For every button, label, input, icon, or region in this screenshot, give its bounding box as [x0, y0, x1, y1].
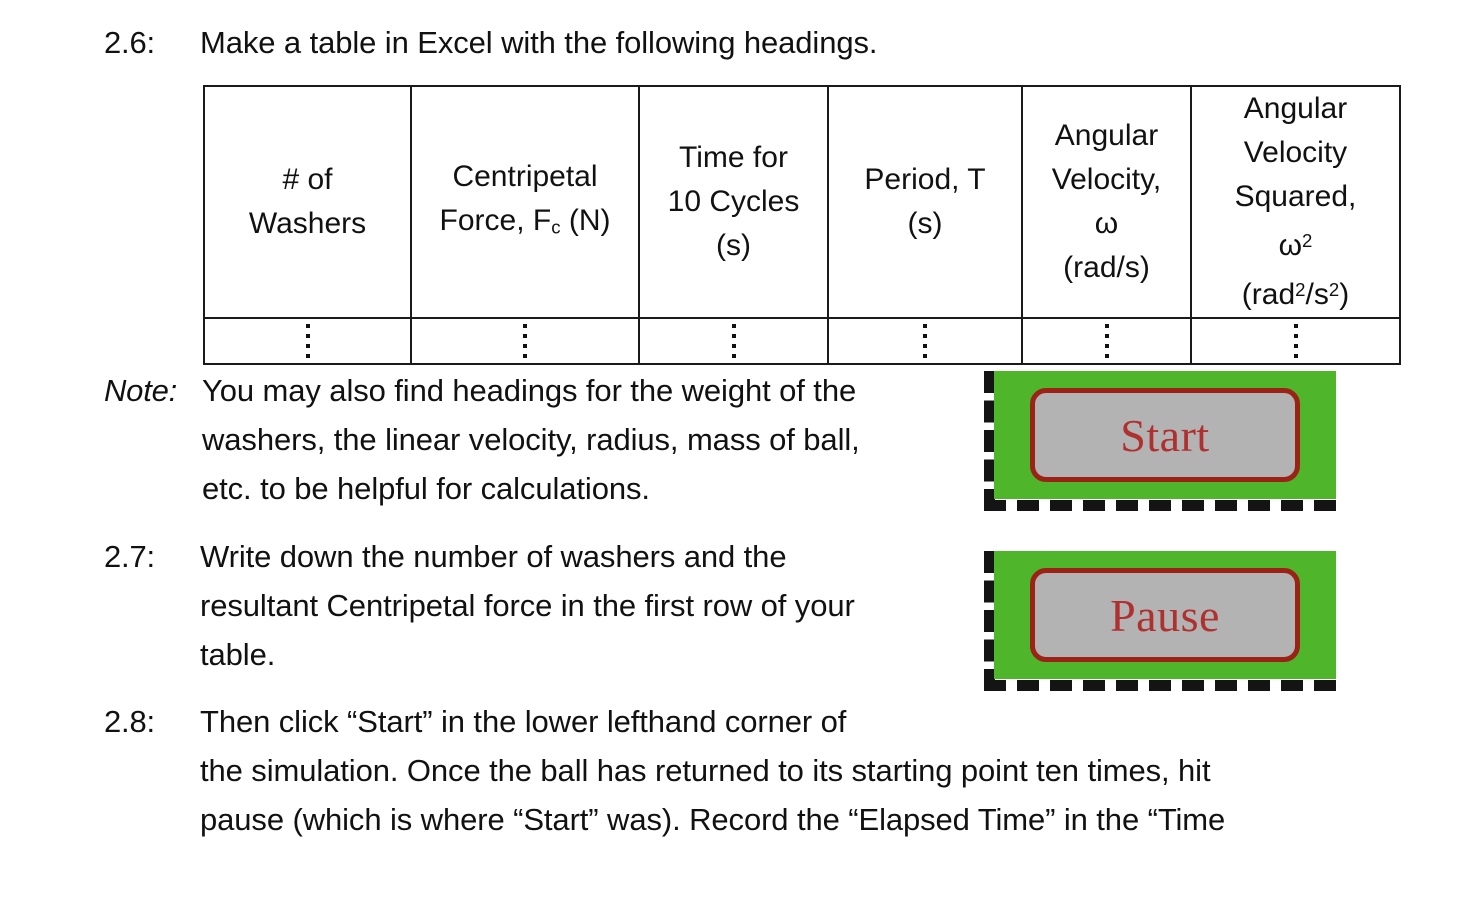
column-header-angular-velocity: Angular Velocity, ω (rad/s) — [1021, 85, 1192, 319]
note-label: Note: — [104, 373, 178, 408]
vertical-ellipsis-icon — [640, 319, 827, 363]
table-header-row: # of Washers Centripetal Force, Fc (N) T… — [203, 85, 1401, 319]
data-cell-washers — [203, 316, 412, 365]
omega2-line-5: (rad2/s2) — [1241, 277, 1350, 311]
step-2-6-text: Make a table in Excel with the following… — [200, 18, 878, 67]
omega2-line-1: Angular — [1243, 92, 1348, 125]
period-line-2: (s) — [907, 206, 943, 240]
column-header-period: Period, T (s) — [827, 85, 1023, 319]
step-2-6-number: 2.6: — [104, 25, 155, 60]
period-line-1: Period, T — [864, 162, 986, 196]
pause-callout-dashed-outline — [984, 551, 1336, 691]
step-2-8-number: 2.8: — [104, 704, 155, 739]
note-block: Note: You may also find headings for the… — [104, 366, 860, 513]
omega2-line-2: Velocity — [1243, 136, 1348, 169]
force-line-2: Force, Fc (N) — [439, 203, 611, 237]
start-button-label: Start — [1120, 409, 1210, 461]
vertical-ellipsis-icon — [205, 319, 410, 363]
headings-table-wrapper: # of Washers Centripetal Force, Fc (N) T… — [203, 85, 1401, 365]
start-button[interactable]: Start — [1030, 388, 1300, 482]
vertical-ellipsis-icon — [1023, 319, 1190, 363]
step-2-7-line-2: resultant Centripetal force in the first… — [200, 588, 855, 623]
time-line-1: Time for — [679, 140, 788, 174]
omega-line-2: Velocity, — [1051, 162, 1162, 196]
step-2-8-text: Then click “Start” in the lower lefthand… — [200, 697, 1225, 844]
data-cell-time-10-cycles — [638, 316, 829, 365]
note-line-2: washers, the linear velocity, radius, ma… — [202, 422, 860, 457]
step-2-7-line-1: Write down the number of washers and the — [200, 539, 787, 574]
column-header-time-10-cycles: Time for 10 Cycles (s) — [638, 85, 829, 319]
note-line-1: You may also find headings for the weigh… — [202, 373, 857, 408]
step-2-7-number: 2.7: — [104, 539, 155, 574]
force-line-1: Centripetal — [452, 159, 598, 193]
table-data-row — [203, 316, 1401, 365]
column-header-centripetal-force: Centripetal Force, Fc (N) — [410, 85, 640, 319]
vertical-ellipsis-icon — [829, 319, 1021, 363]
washers-line-2: Washers — [248, 206, 367, 240]
vertical-ellipsis-icon — [412, 319, 638, 363]
step-2-8-line-3: pause (which is where “Start” was). Reco… — [200, 802, 1226, 837]
omega-line-3: ω — [1094, 206, 1119, 240]
note-line-3: etc. to be helpful for calculations. — [202, 471, 650, 506]
data-cell-angular-velocity — [1021, 316, 1192, 365]
time-line-2: 10 Cycles — [667, 184, 800, 218]
pause-button-label: Pause — [1110, 589, 1220, 641]
omega2-line-4: ω2 — [1278, 228, 1313, 262]
step-2-7: 2.7: Write down the number of washers an… — [104, 532, 855, 679]
data-cell-angular-velocity-squared — [1190, 316, 1401, 365]
note-text: You may also find headings for the weigh… — [202, 366, 860, 513]
start-callout-dashed-outline — [984, 371, 1336, 511]
time-line-3: (s) — [716, 228, 751, 262]
start-button-callout: Start — [984, 371, 1336, 511]
step-2-6: 2.6: Make a table in Excel with the foll… — [104, 18, 878, 67]
omega-line-1: Angular — [1054, 118, 1159, 152]
step-2-8-line-2: the simulation. Once the ball has return… — [200, 753, 1211, 788]
column-header-angular-velocity-squared: Angular Velocity Squared, ω2 (rad2/s2) — [1190, 85, 1401, 319]
omega2-line-3: Squared, — [1234, 180, 1357, 213]
vertical-ellipsis-icon — [1192, 319, 1399, 363]
step-2-7-text: Write down the number of washers and the… — [200, 532, 855, 679]
pause-button[interactable]: Pause — [1030, 568, 1300, 662]
column-header-washers: # of Washers — [203, 85, 412, 319]
washers-line-1: # of — [282, 162, 333, 196]
data-cell-period — [827, 316, 1023, 365]
headings-table: # of Washers Centripetal Force, Fc (N) T… — [203, 85, 1401, 365]
step-2-8-line-1: Then click “Start” in the lower lefthand… — [200, 704, 847, 739]
pause-button-callout: Pause — [984, 551, 1336, 691]
step-2-8: 2.8: Then click “Start” in the lower lef… — [104, 697, 1225, 844]
step-2-6-line-1: Make a table in Excel with the following… — [200, 25, 878, 60]
step-2-7-line-3: table. — [200, 637, 276, 672]
omega-line-4: (rad/s) — [1063, 250, 1150, 284]
data-cell-centripetal-force — [410, 316, 640, 365]
